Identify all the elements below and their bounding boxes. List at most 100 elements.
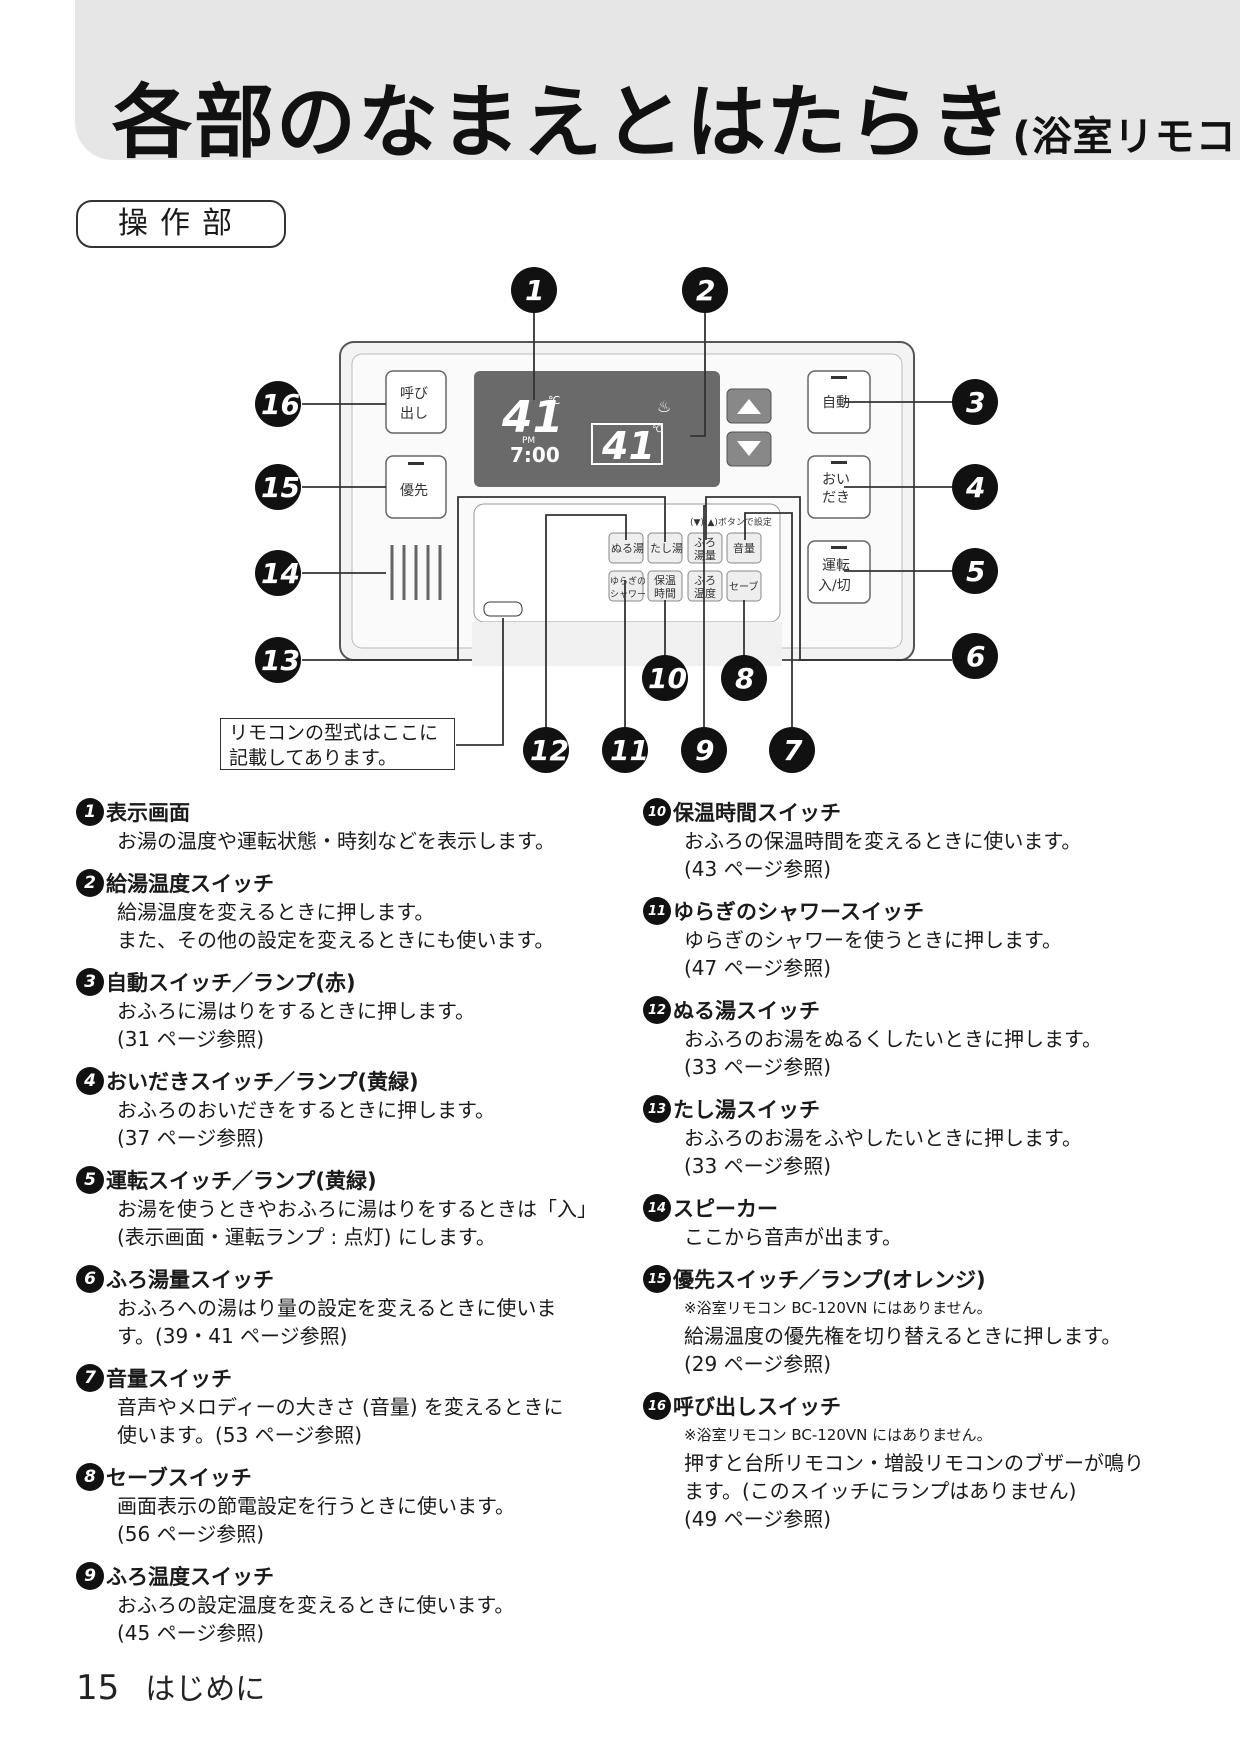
item-body: おふろのお湯をぬるくしたいときに押します。 (33 ページ参照)	[684, 1027, 1102, 1079]
svg-text:8: 8	[735, 662, 754, 695]
display-temp-main: 41	[501, 392, 563, 443]
item-number-badge: 3	[76, 968, 104, 996]
temp-down-button[interactable]	[726, 431, 772, 467]
svg-text:おい: おい	[822, 472, 850, 488]
item-note: ※浴室リモコン BC-120VN にはありません。	[684, 1426, 992, 1444]
display-time: 7:00	[510, 443, 560, 467]
svg-text:6: 6	[966, 640, 985, 673]
shower-button[interactable]: ゆらぎのシャワー	[608, 570, 646, 602]
model-callout: リモコンの型式はここに 記載してあります。	[220, 718, 455, 770]
furo-yuryo-button[interactable]: ふろ湯量	[687, 532, 723, 564]
svg-text:1: 1	[525, 274, 544, 307]
item-number-badge: 13	[643, 1095, 671, 1123]
item-number-badge: 8	[76, 1463, 104, 1491]
callout-badges: 1 2 3 4 5 6 7 8 9 10 11 12 13 14 15 16	[255, 267, 998, 773]
item-title: ふろ湯量スイッチ	[106, 1268, 274, 1292]
item-title: 保温時間スイッチ	[673, 801, 841, 825]
item-note: ※浴室リモコン BC-120VN にはありません。	[684, 1299, 992, 1317]
item-number-badge: 10	[643, 798, 671, 826]
hoon-button[interactable]: 保温時間	[647, 570, 683, 602]
svg-text:ふろ: ふろ	[694, 574, 716, 587]
power-button[interactable]: 運転入/切	[807, 540, 871, 604]
svg-text:7: 7	[783, 734, 803, 767]
svg-text:15: 15	[261, 471, 300, 504]
svg-text:16: 16	[261, 388, 300, 421]
nuruyu-button[interactable]: ぬる湯	[608, 532, 644, 564]
item-body: お湯を使うときやおふろに湯はりをするときは「入」 (表示画面・運転ランプ : 点…	[117, 1197, 597, 1249]
speaker-grille	[390, 545, 442, 600]
svg-text:10: 10	[648, 662, 687, 695]
item-body: お湯の温度や運転状態・時刻などを表示します。	[117, 829, 555, 853]
item-title: 表示画面	[106, 801, 190, 825]
item-number-badge: 9	[76, 1562, 104, 1590]
item-body: おふろに湯はりをするときに押します。 (31 ページ参照)	[117, 999, 475, 1051]
volume-button[interactable]: 音量	[726, 532, 762, 564]
header-band	[75, 0, 1240, 160]
svg-text:14: 14	[261, 557, 300, 590]
remote-diagram: 41 ℃ PM 7:00 ♨ 41 ℃ 呼び出し 優先 自動 おいだき	[255, 267, 998, 773]
item-number-badge: 15	[643, 1265, 671, 1293]
item-number-badge: 7	[76, 1364, 104, 1392]
item-body: おふろへの湯はり量の設定を変えるときに使いま す。(39・41 ページ参照)	[117, 1296, 557, 1348]
save-button[interactable]: セーブ	[726, 570, 762, 602]
auto-button[interactable]: 自動	[807, 370, 871, 434]
svg-text:自動: 自動	[822, 395, 850, 411]
svg-text:3: 3	[966, 386, 985, 419]
svg-text:温度: 温度	[694, 586, 716, 600]
item-title: 音量スイッチ	[106, 1367, 232, 1391]
svg-text:12: 12	[530, 734, 569, 767]
item-title: 自動スイッチ／ランプ(赤)	[106, 971, 356, 995]
item-number-badge: 12	[643, 996, 671, 1024]
section-label: 操作部	[76, 200, 286, 248]
flame-icon: ♨	[657, 397, 671, 416]
item-title: たし湯スイッチ	[673, 1098, 820, 1122]
item-title: 優先スイッチ／ランプ(オレンジ)	[673, 1268, 986, 1292]
model-plate	[483, 601, 523, 617]
svg-text:時間: 時間	[654, 587, 676, 600]
call-button[interactable]: 呼び出し	[385, 370, 447, 434]
svg-text:2: 2	[696, 274, 715, 307]
item-body: ここから音声が出ます。	[684, 1225, 902, 1249]
item-number-badge: 2	[76, 869, 104, 897]
page-number: 15	[76, 1668, 120, 1708]
svg-text:優先: 優先	[400, 483, 428, 499]
item-number-badge: 16	[643, 1392, 671, 1420]
svg-text:13: 13	[261, 644, 300, 677]
display-temp-unit: ℃	[548, 394, 560, 407]
svg-text:ぬる湯: ぬる湯	[611, 542, 644, 555]
priority-button[interactable]: 優先	[385, 455, 447, 519]
item-number-badge: 4	[76, 1067, 104, 1095]
item-title: ふろ温度スイッチ	[106, 1565, 274, 1589]
svg-text:入/切: 入/切	[818, 578, 851, 594]
temp-up-button[interactable]	[726, 388, 772, 424]
svg-text:運転: 運転	[822, 558, 850, 574]
item-number-badge: 14	[643, 1194, 671, 1222]
svg-text:たし湯: たし湯	[650, 542, 683, 555]
item-title: セーブスイッチ	[106, 1466, 252, 1490]
item-body: ゆらぎのシャワーを使うときに押します。 (47 ページ参照)	[684, 928, 1062, 980]
svg-text:保温: 保温	[654, 573, 676, 587]
tashiyu-button[interactable]: たし湯	[647, 532, 683, 564]
svg-text:湯量: 湯量	[694, 549, 716, 562]
furo-ondo-button[interactable]: ふろ温度	[687, 570, 723, 602]
display-pm: PM	[522, 436, 535, 446]
